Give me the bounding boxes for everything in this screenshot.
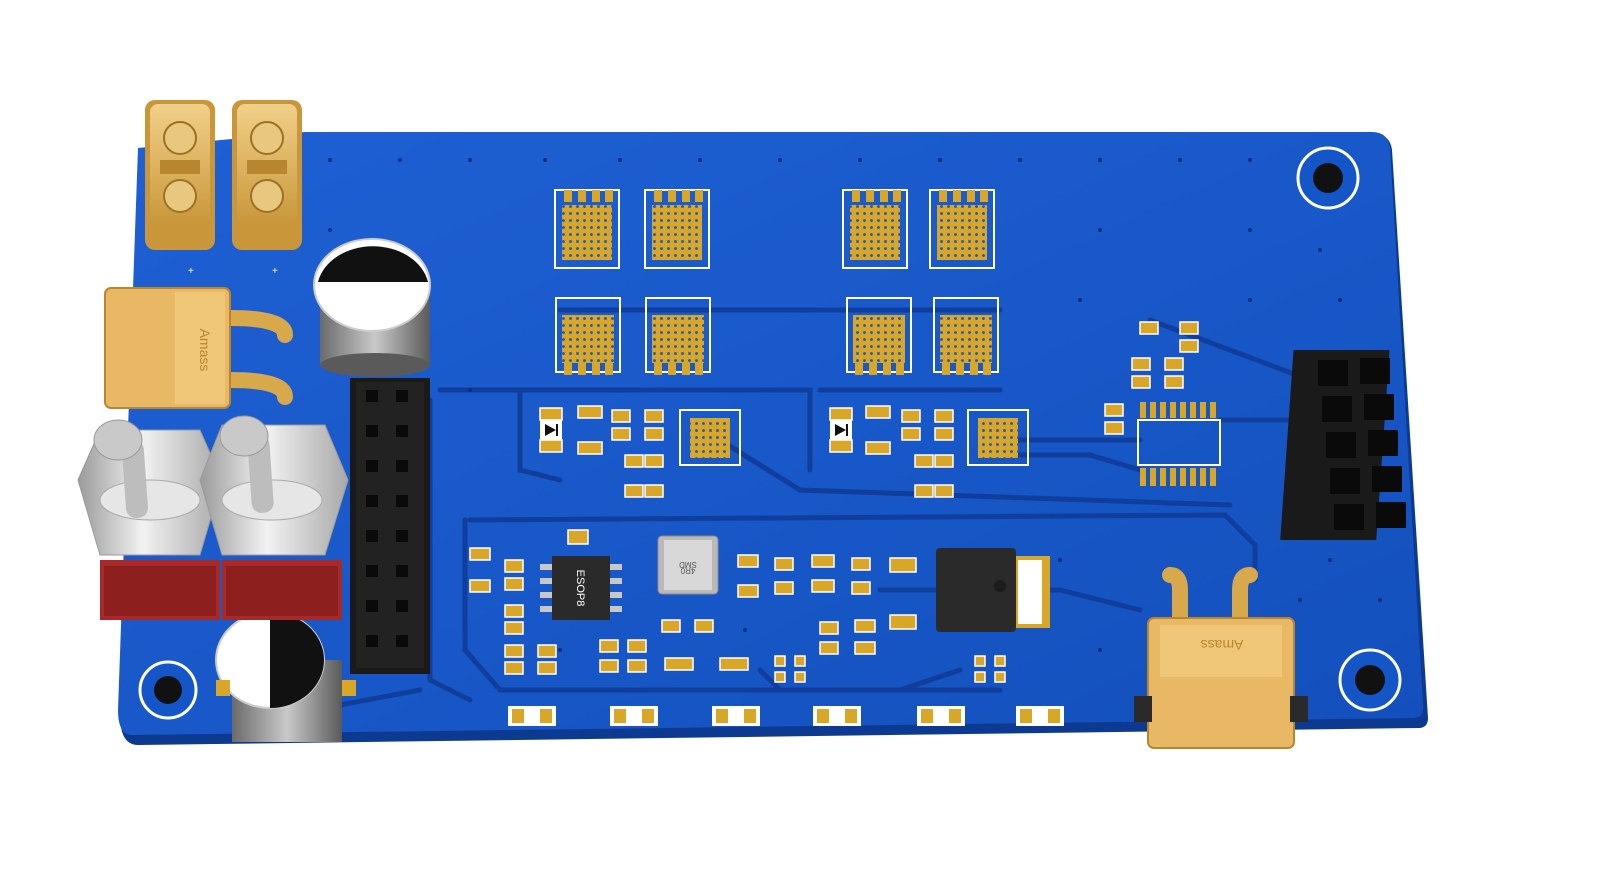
- xt-connector-top-1: +: [145, 100, 215, 277]
- led-pad: [508, 706, 556, 726]
- mosfet-pad: [929, 189, 995, 269]
- smd-inductor: SMD 4R0: [657, 535, 719, 595]
- inductor-marking-1: SMD: [679, 560, 697, 569]
- toggle-switch-left: [77, 419, 223, 620]
- mosfet-pad: [554, 189, 620, 269]
- ic-marking: ESOP8: [574, 570, 586, 607]
- led-pad: [610, 706, 658, 726]
- electrolytic-cap-bottom: [215, 611, 356, 742]
- qfn-driver-left: [679, 409, 741, 466]
- passive-pads: [469, 321, 1199, 683]
- esop8-ic: ESOP8: [540, 556, 622, 620]
- mosfet-pad: [644, 189, 710, 269]
- connector-brand-left: Amass: [197, 329, 213, 372]
- dpak-regulator: [936, 548, 1050, 632]
- amass-connector-right: Amass: [1134, 567, 1308, 749]
- xt-connector-top-2: +: [232, 100, 302, 277]
- mosfet-array: [554, 189, 999, 375]
- pin-header-2x8: [350, 378, 430, 674]
- vias: [328, 158, 1382, 652]
- inductor-marking-2: 4R0: [680, 566, 695, 575]
- qfn-driver-right: [967, 409, 1029, 466]
- led-pad: [813, 706, 861, 726]
- mounting-hole-top-right: [1296, 146, 1360, 210]
- tssop-footprint: [1137, 402, 1221, 486]
- plus-marking-left: +: [188, 266, 194, 277]
- mosfet-pad: [645, 297, 711, 375]
- mosfet-pad: [933, 297, 999, 375]
- led-pad: [917, 706, 965, 726]
- led-pad: [1016, 706, 1064, 726]
- diode-left: [540, 420, 562, 440]
- mosfet-pad: [842, 189, 908, 269]
- mosfet-pad: [555, 297, 621, 375]
- led-pad: [712, 706, 760, 726]
- connector-brand-right: Amass: [1201, 637, 1244, 653]
- pin-header-2x5: [1280, 350, 1406, 540]
- amass-connector-left: Amass: [104, 287, 293, 409]
- diode-right: [830, 420, 852, 440]
- electrolytic-cap-top: [313, 238, 431, 377]
- toggle-switch-right: [199, 415, 349, 620]
- mosfet-pad: [846, 297, 912, 375]
- plus-marking-right: +: [272, 266, 278, 277]
- mounting-hole-bottom-right: [1338, 648, 1402, 712]
- led-pads: [508, 706, 1064, 726]
- mounting-hole-bottom-left: [138, 660, 198, 720]
- pcb-board: [118, 132, 1428, 745]
